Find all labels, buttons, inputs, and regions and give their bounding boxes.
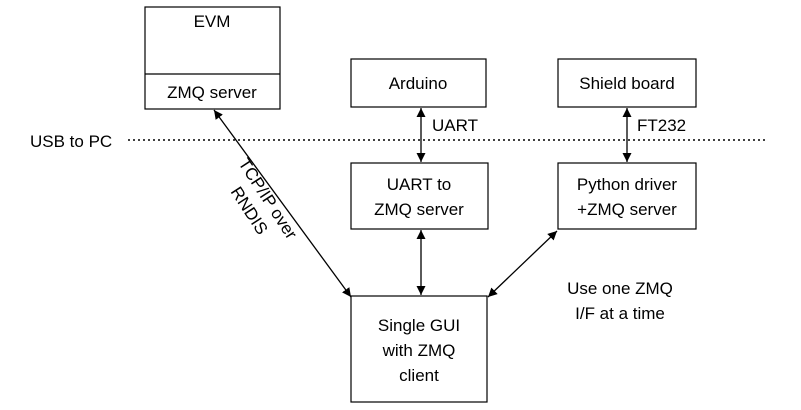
python-driver-line1: Python driver <box>577 175 677 194</box>
uart-zmq-server-box: UART to ZMQ server <box>350 162 489 230</box>
gui-line3: client <box>399 366 439 385</box>
uart-zmq-line1: UART to <box>387 175 452 194</box>
arrow-python-gui <box>487 230 558 298</box>
note-line2: I/F at a time <box>575 304 665 323</box>
usb-to-pc-label: USB to PC <box>30 132 112 151</box>
evm-zmq-server-label: ZMQ server <box>167 83 257 102</box>
single-gui-box: Single GUI with ZMQ client <box>350 295 488 403</box>
arrow-evm-gui <box>213 109 352 298</box>
uart-label: UART <box>432 116 478 135</box>
uart-zmq-line2: ZMQ server <box>374 200 464 219</box>
gui-line2: with ZMQ <box>382 341 456 360</box>
evm-box: EVM ZMQ server <box>144 6 281 110</box>
shield-board-box: Shield board <box>557 58 697 108</box>
arduino-label: Arduino <box>389 74 448 93</box>
gui-line1: Single GUI <box>378 316 460 335</box>
shield-board-label: Shield board <box>579 74 674 93</box>
evm-title: EVM <box>194 12 231 31</box>
ft232-label: FT232 <box>637 116 686 135</box>
arduino-box: Arduino <box>350 58 487 108</box>
note-line1: Use one ZMQ <box>567 279 673 298</box>
python-driver-line2: +ZMQ server <box>577 200 677 219</box>
tcpip-label-group: TCP/IP over RNDIS <box>227 155 301 243</box>
python-driver-box: Python driver +ZMQ server <box>557 162 697 230</box>
